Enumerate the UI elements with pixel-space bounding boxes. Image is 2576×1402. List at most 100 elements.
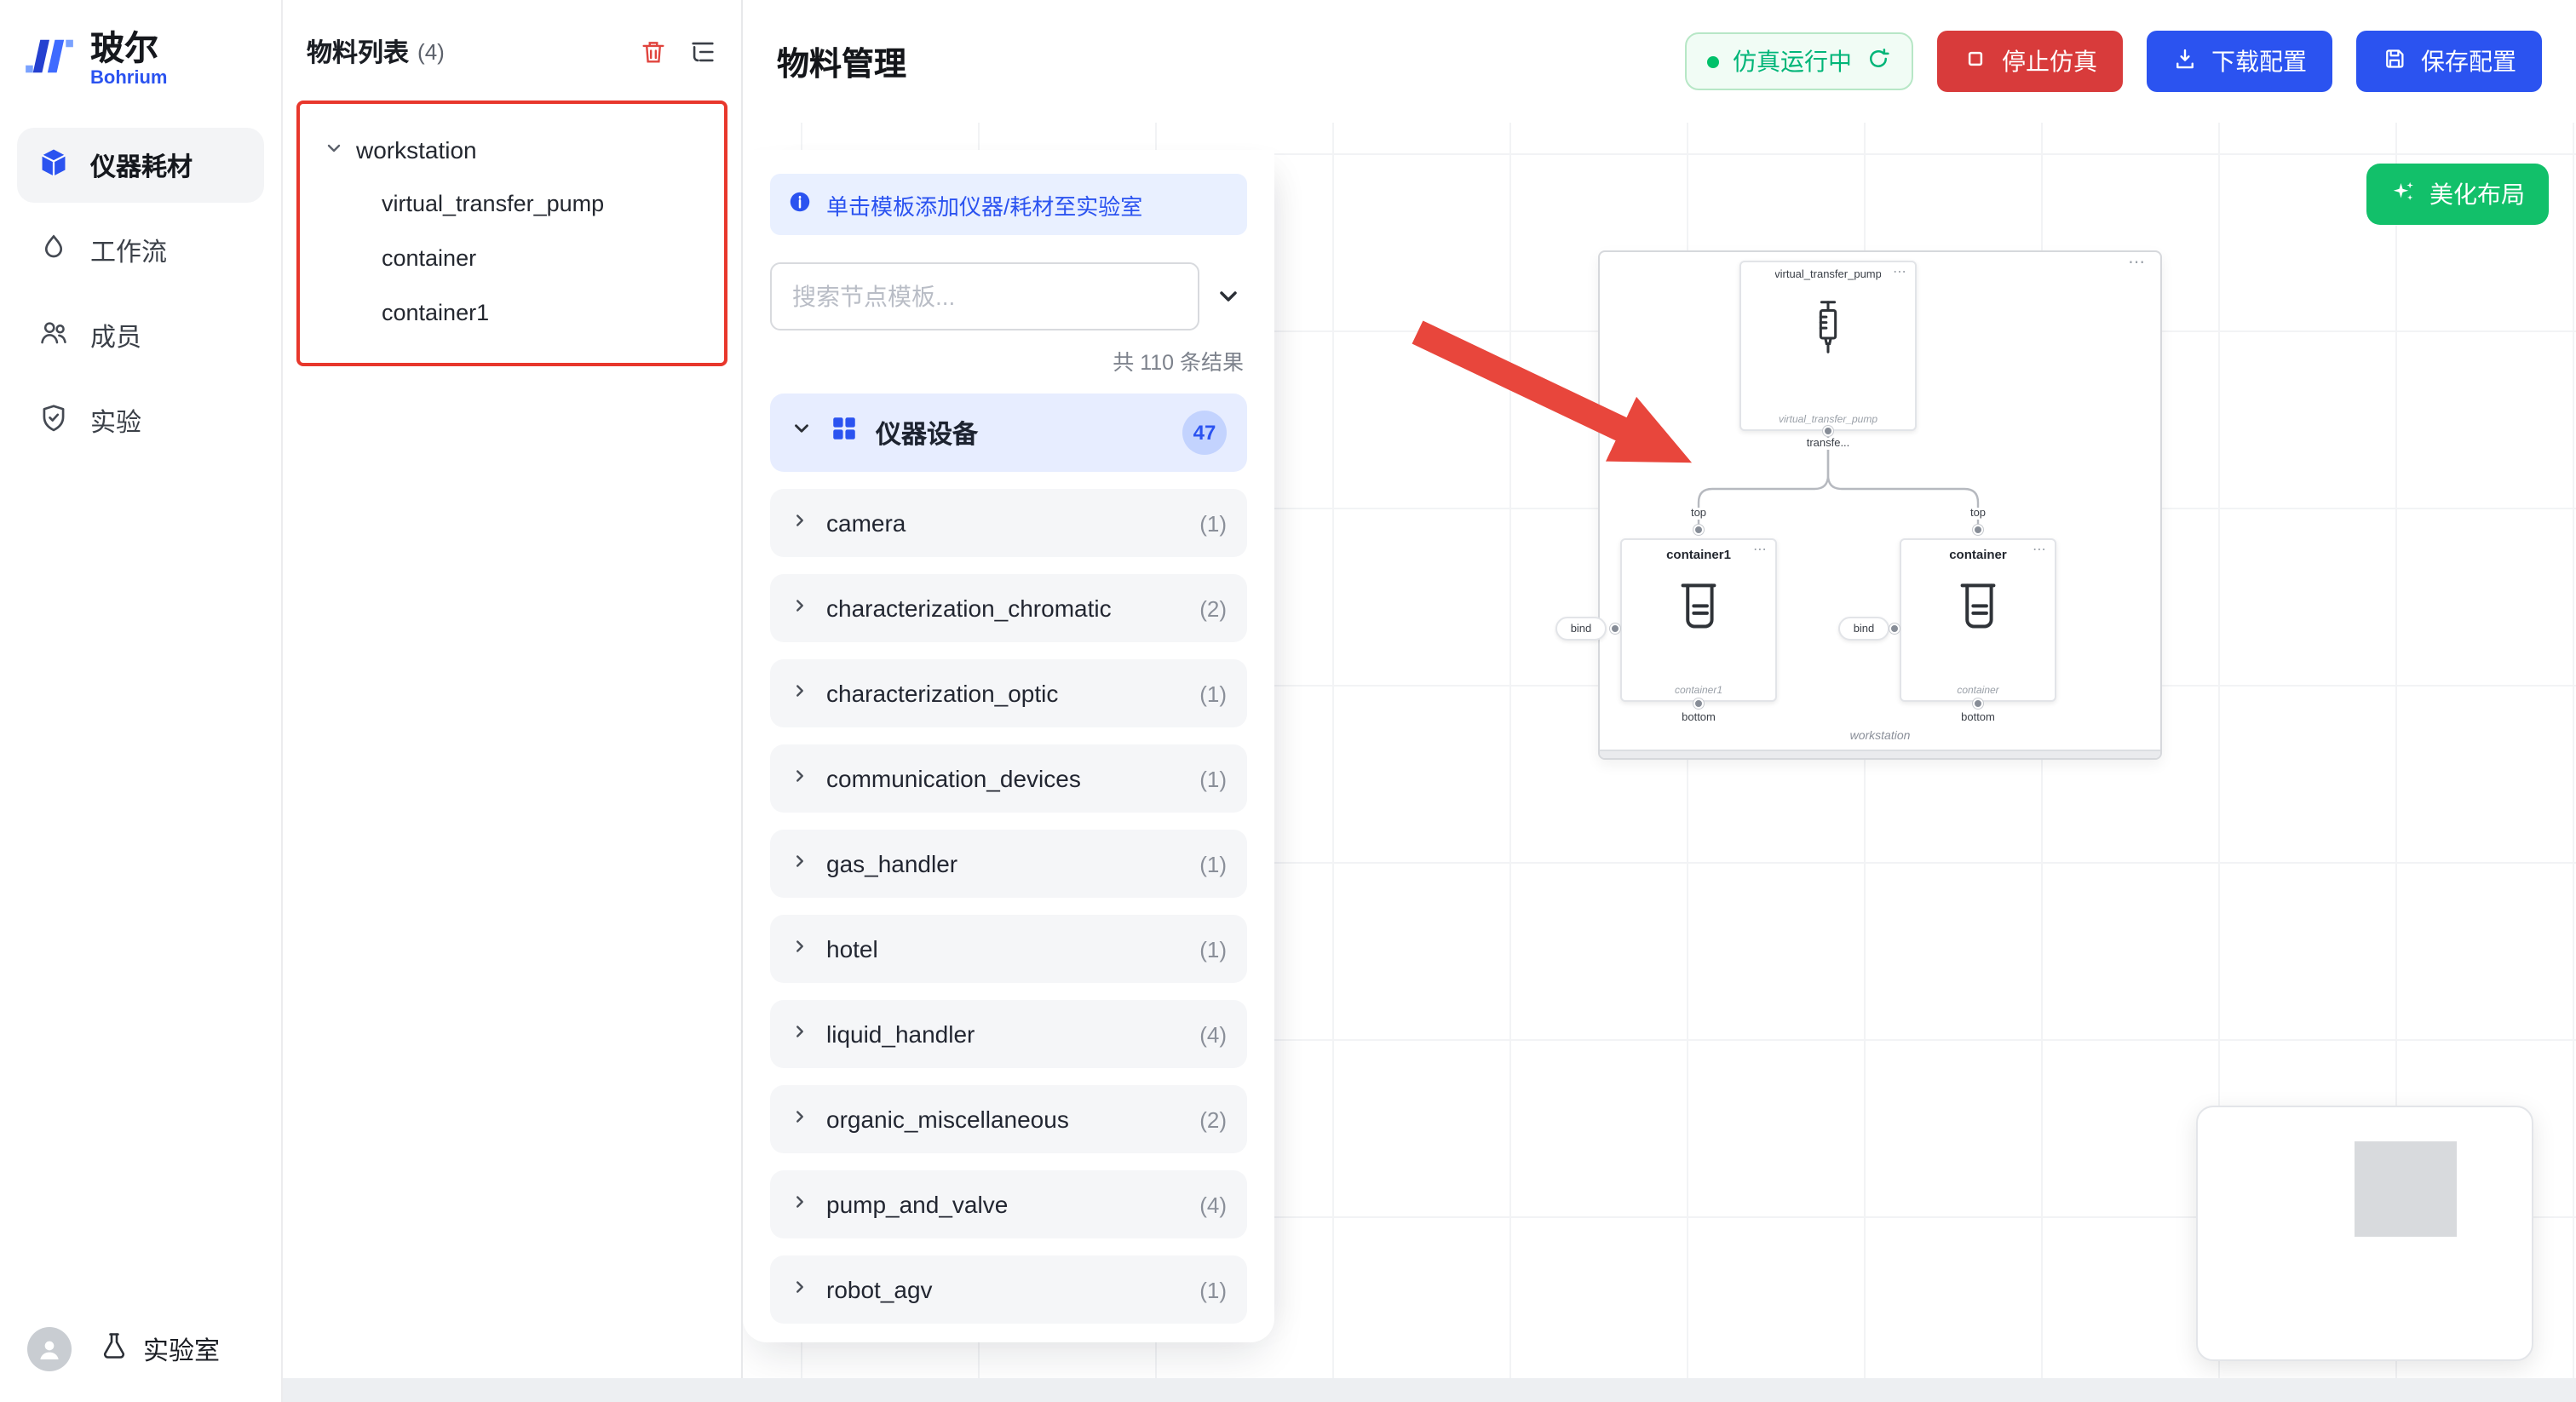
brand-name-en: Bohrium bbox=[90, 68, 168, 89]
beautify-layout-button[interactable]: 美化布局 bbox=[2366, 164, 2549, 225]
bind-label: bind bbox=[1570, 623, 1592, 635]
sidebar: 玻尔 Bohrium 仪器耗材 工作 bbox=[0, 0, 283, 1402]
brand-logo: 玻尔 Bohrium bbox=[0, 0, 281, 128]
search-input[interactable] bbox=[770, 262, 1199, 330]
template-item-hotel[interactable]: hotel (1) bbox=[770, 915, 1247, 983]
trash-icon[interactable] bbox=[639, 37, 668, 66]
container-bind-port[interactable] bbox=[1889, 623, 1900, 634]
chevron-right-icon bbox=[791, 1274, 809, 1305]
chevron-right-icon bbox=[791, 1104, 809, 1135]
template-item-camera[interactable]: camera (1) bbox=[770, 489, 1247, 557]
container1-top-label: top bbox=[1687, 508, 1711, 520]
category-instruments[interactable]: 仪器设备 47 bbox=[770, 394, 1247, 472]
sidebar-item-members[interactable]: 成员 bbox=[17, 298, 264, 373]
save-config-button[interactable]: 保存配置 bbox=[2356, 31, 2542, 92]
people-icon bbox=[37, 316, 70, 355]
lab-link[interactable]: 实验室 bbox=[99, 1330, 220, 1368]
bind-label: bind bbox=[1853, 623, 1875, 635]
tree-toggle-icon[interactable] bbox=[688, 37, 717, 66]
stop-simulation-button[interactable]: 停止仿真 bbox=[1937, 31, 2123, 92]
sidebar-item-workflow[interactable]: 工作流 bbox=[17, 213, 264, 288]
template-panel: 单击模板添加仪器/耗材至实验室 共 110 条结果 bbox=[743, 150, 1274, 1342]
template-item-gas-handler[interactable]: gas_handler (1) bbox=[770, 830, 1247, 898]
template-item-liquid-handler[interactable]: liquid_handler (4) bbox=[770, 1000, 1247, 1068]
panel-collapse-chevron-icon[interactable] bbox=[1210, 283, 1247, 310]
pump-bottom-port[interactable] bbox=[1823, 426, 1833, 436]
sparkle-icon bbox=[2390, 179, 2416, 210]
materials-count: (4) bbox=[417, 39, 445, 65]
node-more-icon[interactable]: ⋯ bbox=[1893, 264, 1908, 279]
node-container[interactable]: ⋯ container container bbox=[1900, 538, 2056, 702]
template-item-characterization-chromatic[interactable]: characterization_chromatic (2) bbox=[770, 574, 1247, 642]
tree-node-label: workstation bbox=[356, 136, 477, 164]
container-bind-pill[interactable]: bind bbox=[1838, 617, 1889, 641]
container-top-label: top bbox=[1966, 508, 1990, 520]
chevron-down-icon bbox=[324, 136, 344, 164]
group-footer-bar bbox=[1600, 750, 2160, 758]
tree-node-container[interactable]: container bbox=[310, 230, 714, 284]
container1-bind-pill[interactable]: bind bbox=[1555, 617, 1607, 641]
node-more-icon[interactable]: ⋯ bbox=[2033, 542, 2048, 557]
chevron-down-icon bbox=[791, 417, 813, 448]
container-bottom-port[interactable] bbox=[1973, 698, 1983, 709]
refresh-icon[interactable] bbox=[1866, 46, 1891, 77]
beaker-icon bbox=[1949, 574, 2007, 644]
template-item-characterization-optic[interactable]: characterization_optic (1) bbox=[770, 659, 1247, 727]
node-subtitle: virtual_transfer_pump bbox=[1778, 416, 1878, 426]
node-container1[interactable]: ⋯ container1 container1 bbox=[1620, 538, 1777, 702]
node-virtual-transfer-pump[interactable]: ⋯ virtual_transfer_pump bbox=[1739, 261, 1917, 431]
node-more-icon[interactable]: ⋯ bbox=[1753, 542, 1768, 557]
container1-bind-port[interactable] bbox=[1610, 623, 1620, 634]
main-header: 物料管理 仿真运行中 bbox=[743, 0, 2576, 123]
sidebar-footer: 实验室 bbox=[0, 1303, 281, 1402]
template-item-pump-and-valve[interactable]: pump_and_valve (4) bbox=[770, 1170, 1247, 1238]
user-avatar[interactable] bbox=[27, 1327, 72, 1371]
container-top-port[interactable] bbox=[1973, 525, 1983, 535]
sidebar-item-label: 成员 bbox=[90, 323, 142, 352]
node-title: virtual_transfer_pump bbox=[1774, 269, 1882, 281]
brand-name-cn: 玻尔 bbox=[90, 31, 158, 68]
download-config-button[interactable]: 下载配置 bbox=[2147, 31, 2332, 92]
lab-label: 实验室 bbox=[143, 1336, 221, 1365]
sidebar-nav: 仪器耗材 工作流 成员 bbox=[0, 128, 281, 458]
save-label: 保存配置 bbox=[2421, 48, 2516, 75]
tree-node-virtual-transfer-pump[interactable]: virtual_transfer_pump bbox=[310, 175, 714, 230]
container1-bottom-port[interactable] bbox=[1693, 698, 1704, 709]
category-label: 仪器设备 bbox=[876, 420, 979, 449]
template-item-communication-devices[interactable]: communication_devices (1) bbox=[770, 744, 1247, 813]
sidebar-item-label: 仪器耗材 bbox=[90, 152, 193, 181]
download-icon bbox=[2172, 46, 2198, 77]
group-more-icon[interactable]: ⋯ bbox=[2128, 254, 2147, 273]
main-area: 物料管理 仿真运行中 bbox=[743, 0, 2576, 1378]
category-count-badge: 47 bbox=[1182, 411, 1227, 455]
node-title: container bbox=[1949, 547, 2007, 562]
materials-tree-highlight: workstation virtual_transfer_pump contai… bbox=[296, 101, 727, 366]
template-item-robot-agv[interactable]: robot_agv (1) bbox=[770, 1255, 1247, 1324]
template-item-organic-miscellaneous[interactable]: organic_miscellaneous (2) bbox=[770, 1085, 1247, 1153]
download-label: 下载配置 bbox=[2211, 48, 2307, 75]
workstation-group[interactable]: ⋯ ⋯ virtual_transfer_pump bbox=[1555, 250, 2162, 760]
sidebar-item-experiments[interactable]: 实验 bbox=[17, 383, 264, 458]
node-subtitle: container bbox=[1957, 687, 1999, 697]
materials-title: 物料列表 bbox=[307, 39, 410, 68]
chevron-right-icon bbox=[791, 593, 809, 623]
node-subtitle: container1 bbox=[1674, 687, 1723, 697]
container1-bottom-label: bottom bbox=[1678, 712, 1719, 724]
node-title: container1 bbox=[1666, 547, 1731, 562]
canvas[interactable]: 单击模板添加仪器/耗材至实验室 共 110 条结果 bbox=[743, 123, 2576, 1378]
tree-node-workstation[interactable]: workstation bbox=[310, 124, 714, 175]
bohrium-logo-icon bbox=[24, 31, 75, 90]
sidebar-item-label: 实验 bbox=[90, 408, 142, 437]
chevron-right-icon bbox=[791, 508, 809, 538]
simulation-status-pill[interactable]: 仿真运行中 bbox=[1685, 32, 1913, 90]
tree-node-label: virtual_transfer_pump bbox=[382, 190, 605, 215]
workstation-group-label: workstation bbox=[1849, 731, 1911, 743]
minimap-viewport-rect[interactable] bbox=[2355, 1141, 2457, 1237]
container1-top-port[interactable] bbox=[1693, 525, 1704, 535]
banner-text: 单击模板添加仪器/耗材至实验室 bbox=[826, 193, 1143, 219]
chevron-right-icon bbox=[791, 1189, 809, 1220]
tree-node-container1[interactable]: container1 bbox=[310, 284, 714, 339]
sidebar-item-instruments[interactable]: 仪器耗材 bbox=[17, 128, 264, 203]
minimap[interactable] bbox=[2196, 1106, 2533, 1361]
